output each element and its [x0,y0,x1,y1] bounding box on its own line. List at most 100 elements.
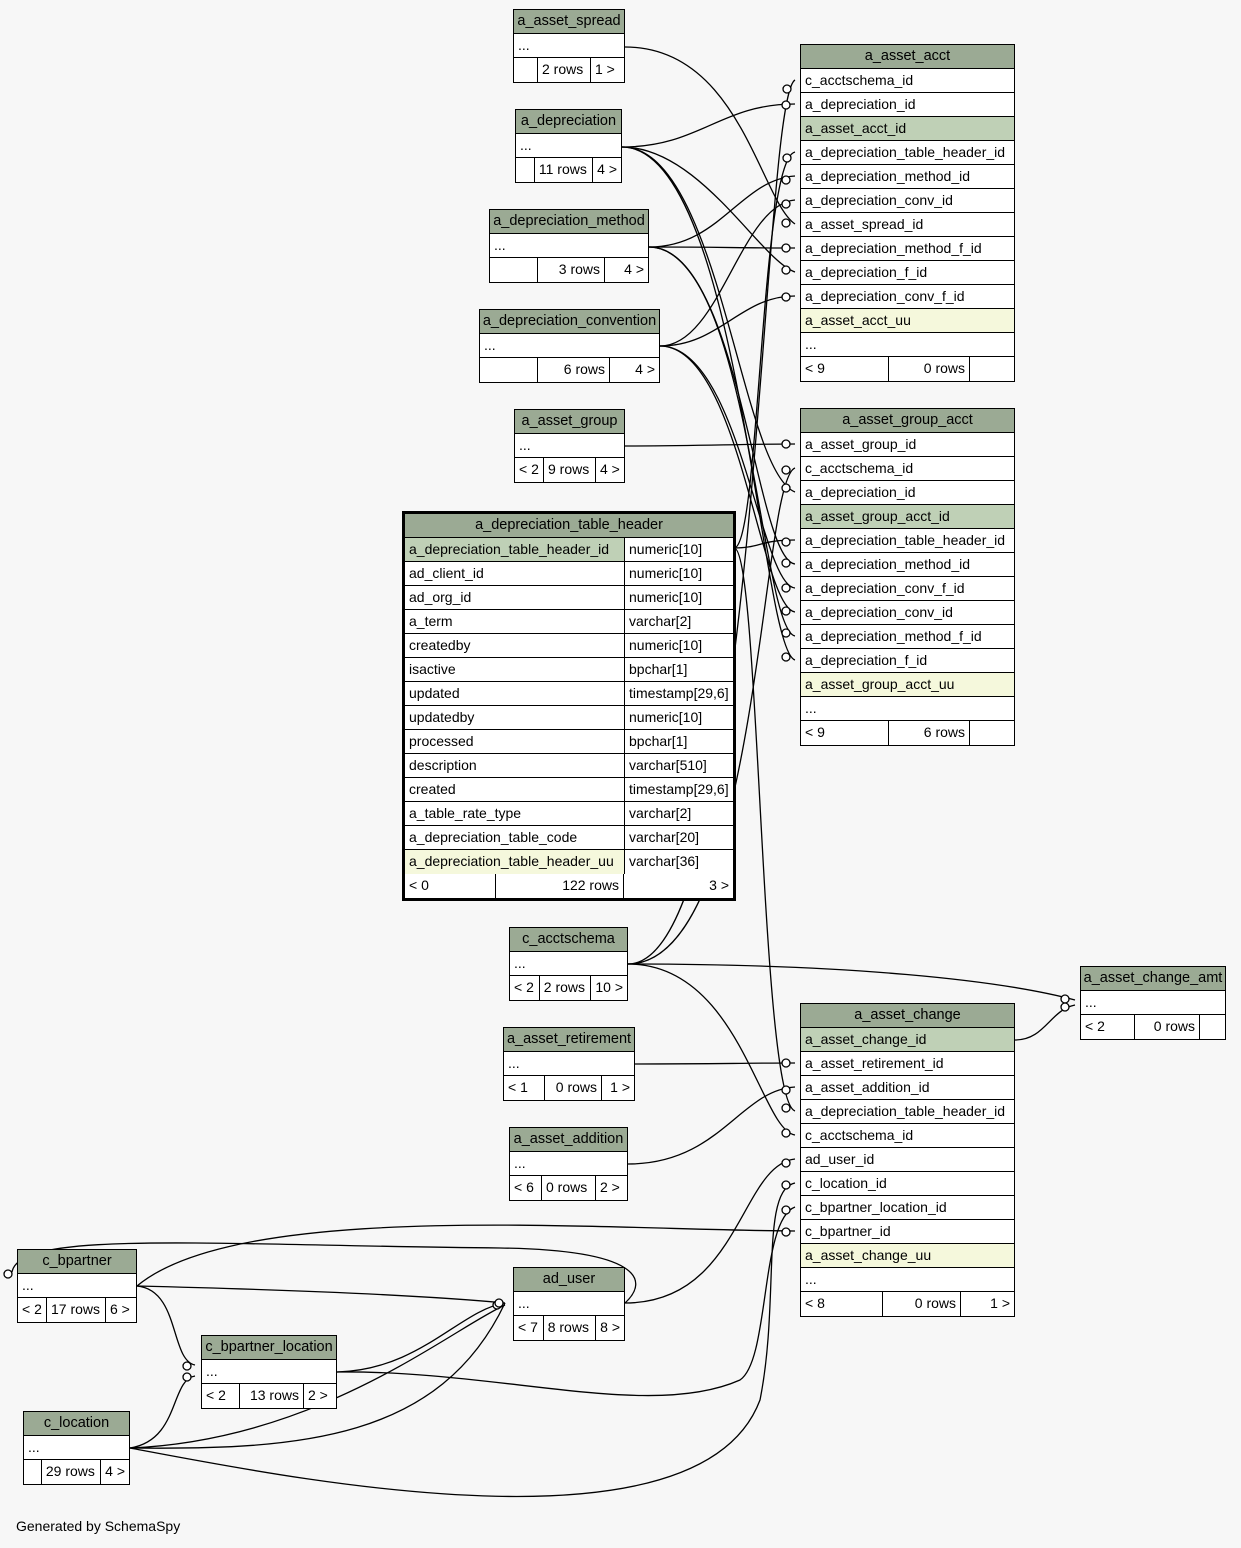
column-type: numeric[10] [624,586,733,609]
edge-dth-acct [733,151,796,549]
table-a-depreciation[interactable]: a_depreciation ... 11 rows 4 > [515,109,622,183]
column-row: a_depreciation_table_code varchar[20] [405,826,733,850]
table-a-depreciation-convention[interactable]: a_depreciation_convention ... 6 rows 4 > [479,309,660,383]
table-row: ... [202,1360,336,1384]
table-row: ... [510,1152,627,1176]
table-row: ... [516,134,621,158]
column-type: varchar[20] [624,826,733,849]
table-row: ... [490,234,648,258]
table-row: a_depreciation_table_header_id [801,141,1014,165]
edge-location-aduser-2 [129,1304,506,1449]
generated-by-note: Generated by SchemaSpy [16,1518,181,1534]
table-a-depreciation-table-header[interactable]: a_depreciation_table_header a_depreciati… [402,511,736,901]
table-title: a_depreciation_convention [480,310,659,334]
edge-acctschema-acct [627,79,796,965]
table-stats: < 6 0 rows 2 > [510,1176,627,1200]
table-title: a_asset_group_acct [801,409,1014,433]
edge-method-acct-f [648,246,796,249]
column-type: numeric[10] [624,634,733,657]
table-row: a_depreciation_conv_id [801,601,1014,625]
table-title: a_asset_change_amt [1081,967,1225,991]
table-stats: < 0 122 rows 3 > [405,874,733,898]
table-row: ... [514,34,624,58]
table-title: a_asset_group [515,410,624,434]
column-name: updated [409,685,460,701]
edge-acctschema-change [627,963,796,1136]
table-a-asset-addition[interactable]: a_asset_addition ... < 6 0 rows 2 > [509,1127,628,1201]
table-row: a_depreciation_id [801,93,1014,117]
edge-method-group-f [648,246,796,637]
table-row: ... [510,952,627,976]
edge-retirement-change [634,1062,796,1065]
table-a-asset-change[interactable]: a_asset_change a_asset_change_id a_asset… [800,1003,1015,1317]
column-name: ad_client_id [409,565,484,581]
primary-key-row: a_asset_acct_id [801,117,1014,141]
table-row: ... [801,697,1014,721]
table-row: a_depreciation_method_id [801,165,1014,189]
table-a-asset-group-acct[interactable]: a_asset_group_acct a_asset_group_id c_ac… [800,408,1015,746]
table-title: a_asset_acct [801,45,1014,69]
table-title: c_location [24,1412,129,1436]
table-c-acctschema[interactable]: c_acctschema ... < 2 2 rows 10 > [509,927,628,1001]
table-ad-user[interactable]: ad_user ... < 7 8 rows 8 > [513,1267,625,1341]
column-type: varchar[510] [624,754,733,777]
table-row: ... [504,1052,634,1076]
table-row: a_depreciation_method_f_id [801,237,1014,261]
table-row: ... [480,334,659,358]
edge-acctschema-changeamt [627,963,1076,1001]
edge-location-change [129,1182,796,1498]
edge-method-acct [648,175,796,248]
table-c-location[interactable]: c_location ... 29 rows 4 > [23,1411,130,1485]
table-row: a_depreciation_conv_f_id [801,577,1014,601]
table-stats: < 7 8 rows 8 > [514,1316,624,1340]
table-c-bpartner-location[interactable]: c_bpartner_location ... < 2 13 rows 2 > [201,1335,337,1409]
edge-depreciation-group [621,146,796,493]
table-a-asset-change-amt[interactable]: a_asset_change_amt ... < 2 0 rows [1080,966,1226,1040]
table-stats: 6 rows 4 > [480,358,659,382]
edge-location-aduser [129,1302,506,1449]
primary-key-row: a_asset_group_acct_id [801,505,1014,529]
table-row: a_depreciation_method_id [801,553,1014,577]
unique-key-row: a_asset_change_uu [801,1244,1014,1268]
unique-key-row: a_asset_acct_uu [801,309,1014,333]
table-a-depreciation-method[interactable]: a_depreciation_method ... 3 rows 4 > [489,209,649,283]
table-a-asset-spread[interactable]: a_asset_spread ... 2 rows 1 > [513,9,625,83]
column-name: createdby [409,637,471,653]
column-name: created [409,781,456,797]
edge-aduser-change [624,1158,796,1304]
edge-conv-acct [659,199,796,347]
table-row: a_depreciation_conv_id [801,189,1014,213]
edge-bpartner-change [136,1224,796,1287]
table-c-bpartner[interactable]: c_bpartner ... < 2 17 rows 6 > [17,1249,137,1323]
table-row: a_depreciation_f_id [801,649,1014,673]
edge-location-bplocation [129,1375,196,1449]
column-name: a_depreciation_table_code [409,829,578,845]
table-row: c_acctschema_id [801,457,1014,481]
table-a-asset-group[interactable]: a_asset_group ... < 2 9 rows 4 > [514,409,625,483]
edge-bpartner-aduser [136,1285,506,1304]
edge-acctschema-group [627,467,796,965]
table-a-asset-acct[interactable]: a_asset_acct c_acctschema_id a_depreciat… [800,44,1015,382]
column-name: updatedby [409,709,475,725]
table-title: a_depreciation_method [490,210,648,234]
table-stats: 29 rows 4 > [24,1460,129,1484]
table-row: a_depreciation_table_header_id [801,529,1014,553]
edge-conv-group-f [659,345,796,589]
table-row: c_acctschema_id [801,69,1014,93]
edge-depreciation-acct-f [621,146,796,273]
column-type: numeric[10] [624,538,733,561]
unique-key-row: a_asset_group_acct_uu [801,673,1014,697]
table-row: a_asset_retirement_id [801,1052,1014,1076]
table-row: c_acctschema_id [801,1124,1014,1148]
column-type: varchar[2] [624,610,733,633]
table-title: a_depreciation [516,110,621,134]
column-name: ad_org_id [409,589,472,605]
table-a-asset-retirement[interactable]: a_asset_retirement ... < 1 0 rows 1 > [503,1027,635,1101]
table-title: a_asset_retirement [504,1028,634,1052]
